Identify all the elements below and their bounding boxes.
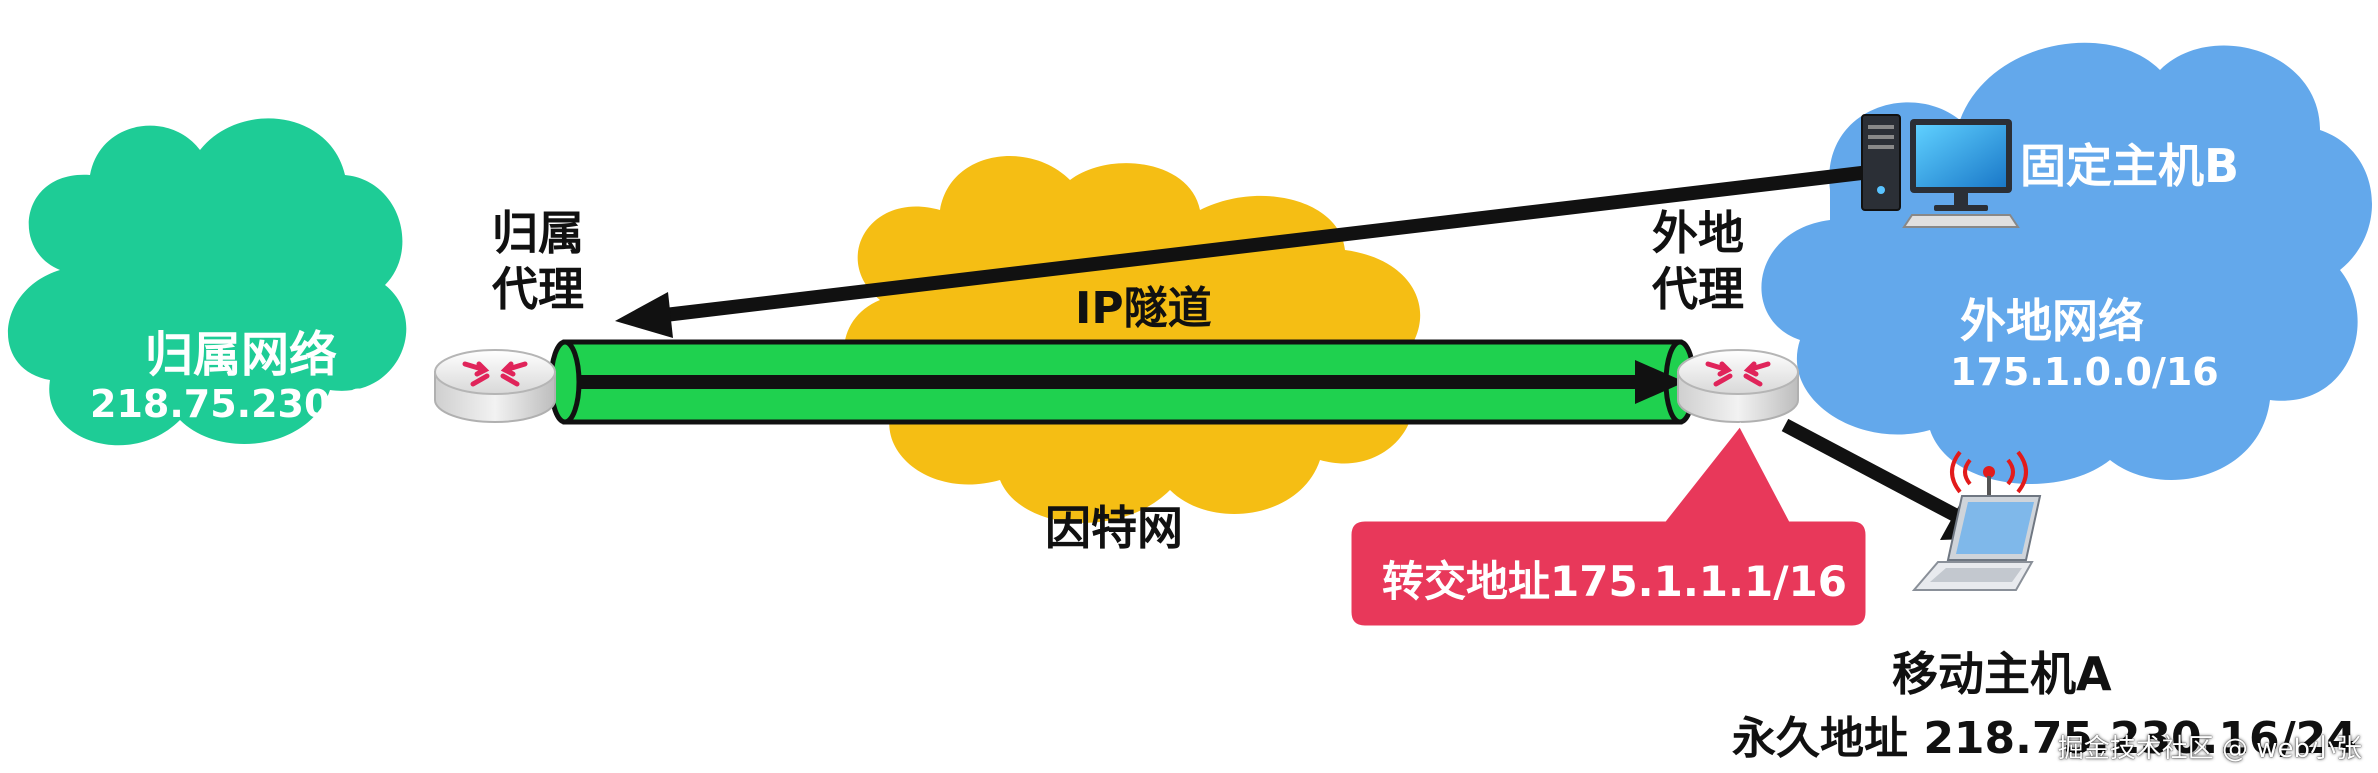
home-agent-label-line2: 代理 xyxy=(492,262,584,316)
home-network-cloud xyxy=(7,118,407,446)
foreign-network-subnet: 175.1.0.0/16 xyxy=(1950,350,2219,394)
arrow-host-b-to-home-agent xyxy=(615,165,1871,338)
tunnel-label: IP隧道 xyxy=(1075,283,1212,334)
watermark: 掘金技术社区 @ web小张 xyxy=(2057,734,2362,764)
foreign-network-cloud xyxy=(1761,42,2373,485)
foreign-agent-label: 外地 代理 xyxy=(1652,205,1744,317)
foreign-agent-label-line1: 外地 xyxy=(1652,206,1744,260)
fixed-host-label: 固定主机B xyxy=(2020,139,2240,193)
laptop-icon xyxy=(1911,450,2042,591)
internet-cloud xyxy=(844,156,1421,523)
care-of-address-callout xyxy=(1348,422,1869,629)
ip-tunnel xyxy=(548,339,1697,425)
foreign-agent-label-line2: 代理 xyxy=(1652,262,1744,316)
home-network-subnet: 218.75.230.0/24 xyxy=(90,382,439,426)
internet-label: 因特网 xyxy=(1045,501,1183,555)
home-agent-router-icon xyxy=(434,349,556,423)
home-agent-label-line1: 归属 xyxy=(492,206,584,260)
home-network-name: 归属网络 xyxy=(145,327,338,383)
mobile-host-name: 移动主机A xyxy=(1892,647,2112,701)
desktop-computer-icon xyxy=(1861,114,2020,228)
mobile-host-permanent-address: 永久地址 218.75.230.16/24 xyxy=(1732,713,2357,764)
home-agent-label: 归属 代理 xyxy=(492,205,584,317)
tunnel-arrow-head xyxy=(1635,360,1685,404)
foreign-agent-router-icon xyxy=(1677,349,1799,423)
foreign-network-name: 外地网络 xyxy=(1960,294,2144,348)
care-of-address-label: 转交地址175.1.1.1/16 xyxy=(1382,557,1847,606)
